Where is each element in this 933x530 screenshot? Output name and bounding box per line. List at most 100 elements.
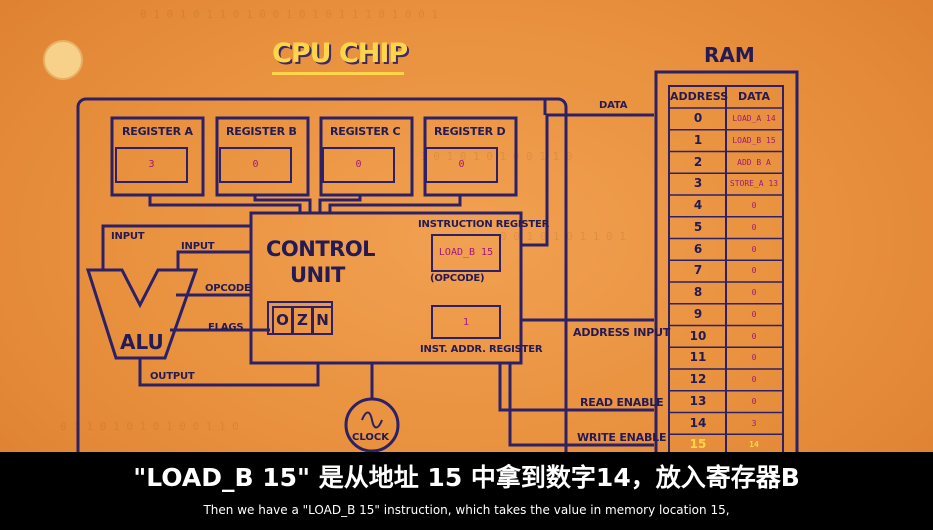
ram-data-cell: 0 [751, 396, 757, 406]
wire-reg-c [318, 195, 362, 213]
alu-input-2-label: INPUT [181, 241, 215, 252]
alu-input-1-label: INPUT [111, 231, 145, 242]
flags-label: FLAGS [208, 322, 244, 333]
subtitle-band [0, 452, 933, 530]
opcode-label: OPCODE [205, 283, 251, 294]
wire-reg-b [253, 195, 312, 213]
inst-addr-register-box [431, 305, 501, 339]
clock-label: CLOCK [352, 432, 389, 443]
read-enable-label: READ ENABLE [580, 396, 664, 409]
ram-address-cell: 14 [689, 415, 707, 430]
output-label: OUTPUT [150, 371, 195, 382]
ram-address-cell: 3 [693, 176, 703, 191]
wire-alu-input-1 [101, 224, 251, 270]
wire-read-enable [498, 363, 654, 412]
sine-wave-icon [361, 411, 383, 429]
register-d-label: REGISTER D [434, 125, 506, 138]
instruction-register-box [431, 234, 501, 272]
wire-output [138, 358, 320, 387]
subtitle-english: Then we have a "LOAD_B 15" instruction, … [203, 503, 730, 517]
ram-data-cell: 0 [751, 353, 757, 363]
flag-zero: Z [292, 306, 313, 335]
wire-reg-d [328, 195, 462, 213]
ram-data-cell: 3 [751, 418, 757, 428]
flag-negative: N [312, 306, 333, 335]
ram-data-cell: LOAD_A 14 [732, 114, 776, 123]
control-unit-title-line2: UNIT [290, 263, 345, 287]
ram-row: 3 STORE_A 13 [670, 173, 782, 194]
instruction-register-value: LOAD_B 15 [438, 247, 494, 258]
register-a-value-box [115, 147, 188, 183]
inst-addr-register-value: 1 [462, 317, 470, 328]
ram-header-address: ADDRESS [670, 90, 729, 103]
ram-row: 10 0 [670, 326, 782, 347]
register-b-label: REGISTER B [226, 125, 297, 138]
ram-address-cell: 9 [693, 306, 703, 321]
ram-data-cell: 0 [751, 201, 757, 210]
wire-alu-input-2 [176, 250, 251, 270]
ram-row: 13 0 [670, 391, 782, 412]
ram-data-cell: 0 [751, 309, 757, 319]
ram-data-cell: 0 [751, 288, 757, 297]
ram-address-cell: 1 [693, 132, 703, 147]
cpu-chip-title: CPU CHIP [272, 38, 408, 69]
instruction-register-label: INSTRUCTION REGISTER [418, 219, 550, 230]
ram-title: RAM [704, 43, 755, 67]
data-bus-label: DATA [599, 100, 628, 111]
register-d-value-box [425, 147, 498, 183]
ram-data-cell: 0 [751, 244, 757, 254]
ram-header-data: DATA [738, 90, 770, 103]
subtitle-chinese: "LOAD_B 15" 是从地址 15 中拿到数字14，放入寄存器B [133, 463, 800, 492]
ram-address-cell: 13 [689, 393, 707, 408]
ram-data-cell: 0 [751, 331, 757, 341]
register-b-value-box [219, 147, 292, 183]
ram-data-cell: ADD B A [737, 157, 771, 167]
ram-address-cell: 6 [693, 241, 703, 256]
ram-data-cell: LOAD_B 15 [732, 135, 776, 145]
ram-address-cell: 12 [689, 372, 707, 386]
register-d-value: 0 [458, 159, 465, 170]
ram-row: 1 LOAD_B 15 [670, 130, 782, 151]
register-c-label: REGISTER C [330, 125, 401, 138]
register-c-frame [319, 116, 414, 197]
control-unit-frame [249, 211, 523, 365]
ram-address-cell: 5 [693, 219, 703, 234]
register-b-value: 0 [252, 159, 259, 170]
ram-address-cell: 7 [693, 263, 703, 278]
ram-data-cell: STORE_A 13 [729, 179, 779, 189]
ram-address-cell: 10 [689, 328, 707, 343]
wire-data-bus [521, 113, 654, 247]
ram-row: 12 0 [670, 369, 782, 390]
ram-address-cell: 8 [693, 285, 703, 299]
ram-address-cell: 15 [689, 437, 707, 452]
write-enable-label: WRITE ENABLE [577, 431, 667, 444]
clock-circle [344, 397, 400, 453]
address-input-label: ADDRESS INPUT [573, 326, 671, 339]
wire-write-enable [508, 363, 654, 447]
inst-addr-register-label: INST. ADDR. REGISTER [420, 344, 543, 355]
ram-data-cell: 14 [749, 440, 759, 450]
title-underline [272, 72, 404, 75]
register-a-value: 3 [148, 159, 155, 170]
ram-address-cell: 4 [693, 198, 703, 212]
ram-address-cell: 2 [693, 154, 703, 169]
pbs-digital-logo-icon [43, 40, 83, 80]
ram-data-cell: 0 [751, 222, 757, 232]
ram-data-cell: 0 [751, 375, 757, 384]
control-unit-title-line1: CONTROL [266, 237, 376, 261]
ram-row: 2 ADD B A [670, 152, 782, 173]
register-a-frame [110, 116, 205, 197]
register-c-value: 0 [355, 159, 362, 170]
register-c-value-box [322, 147, 395, 183]
